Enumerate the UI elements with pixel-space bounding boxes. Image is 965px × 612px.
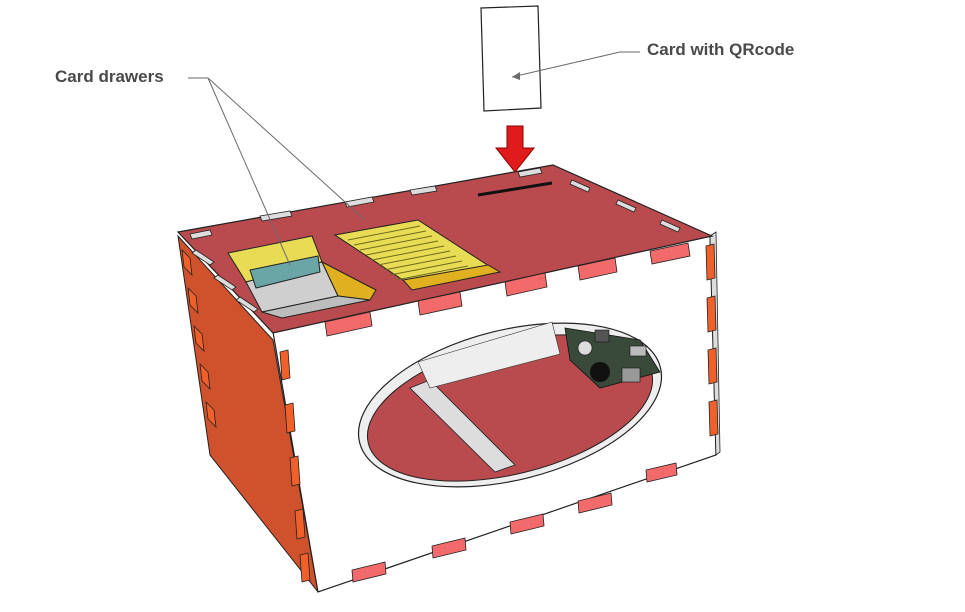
- leader-lines: [188, 51, 640, 266]
- inner-divider: [409, 379, 516, 473]
- top-panel-slots: [189, 167, 681, 313]
- inner-back-wall: [417, 321, 561, 389]
- front-bottom-tabs: [351, 462, 678, 583]
- card-drawer-right: [333, 219, 502, 291]
- top-front-tabs: [324, 242, 691, 337]
- oval-window: [357, 321, 663, 488]
- card-slot: [477, 181, 553, 197]
- qr-card: [480, 5, 542, 112]
- card-with-qrcode-label: Card with QRcode: [647, 40, 795, 59]
- electronics-board: [564, 327, 661, 389]
- card-icon: [480, 5, 542, 112]
- card-drawers-label: Card drawers: [55, 67, 164, 86]
- front-right-tabs: [705, 243, 719, 437]
- front-left-tabs: [279, 349, 311, 583]
- left-panel-tabs: [181, 248, 217, 429]
- leader-arrowhead: [512, 72, 520, 80]
- card-drawer-left: [227, 235, 377, 319]
- down-arrow-icon: [494, 125, 536, 173]
